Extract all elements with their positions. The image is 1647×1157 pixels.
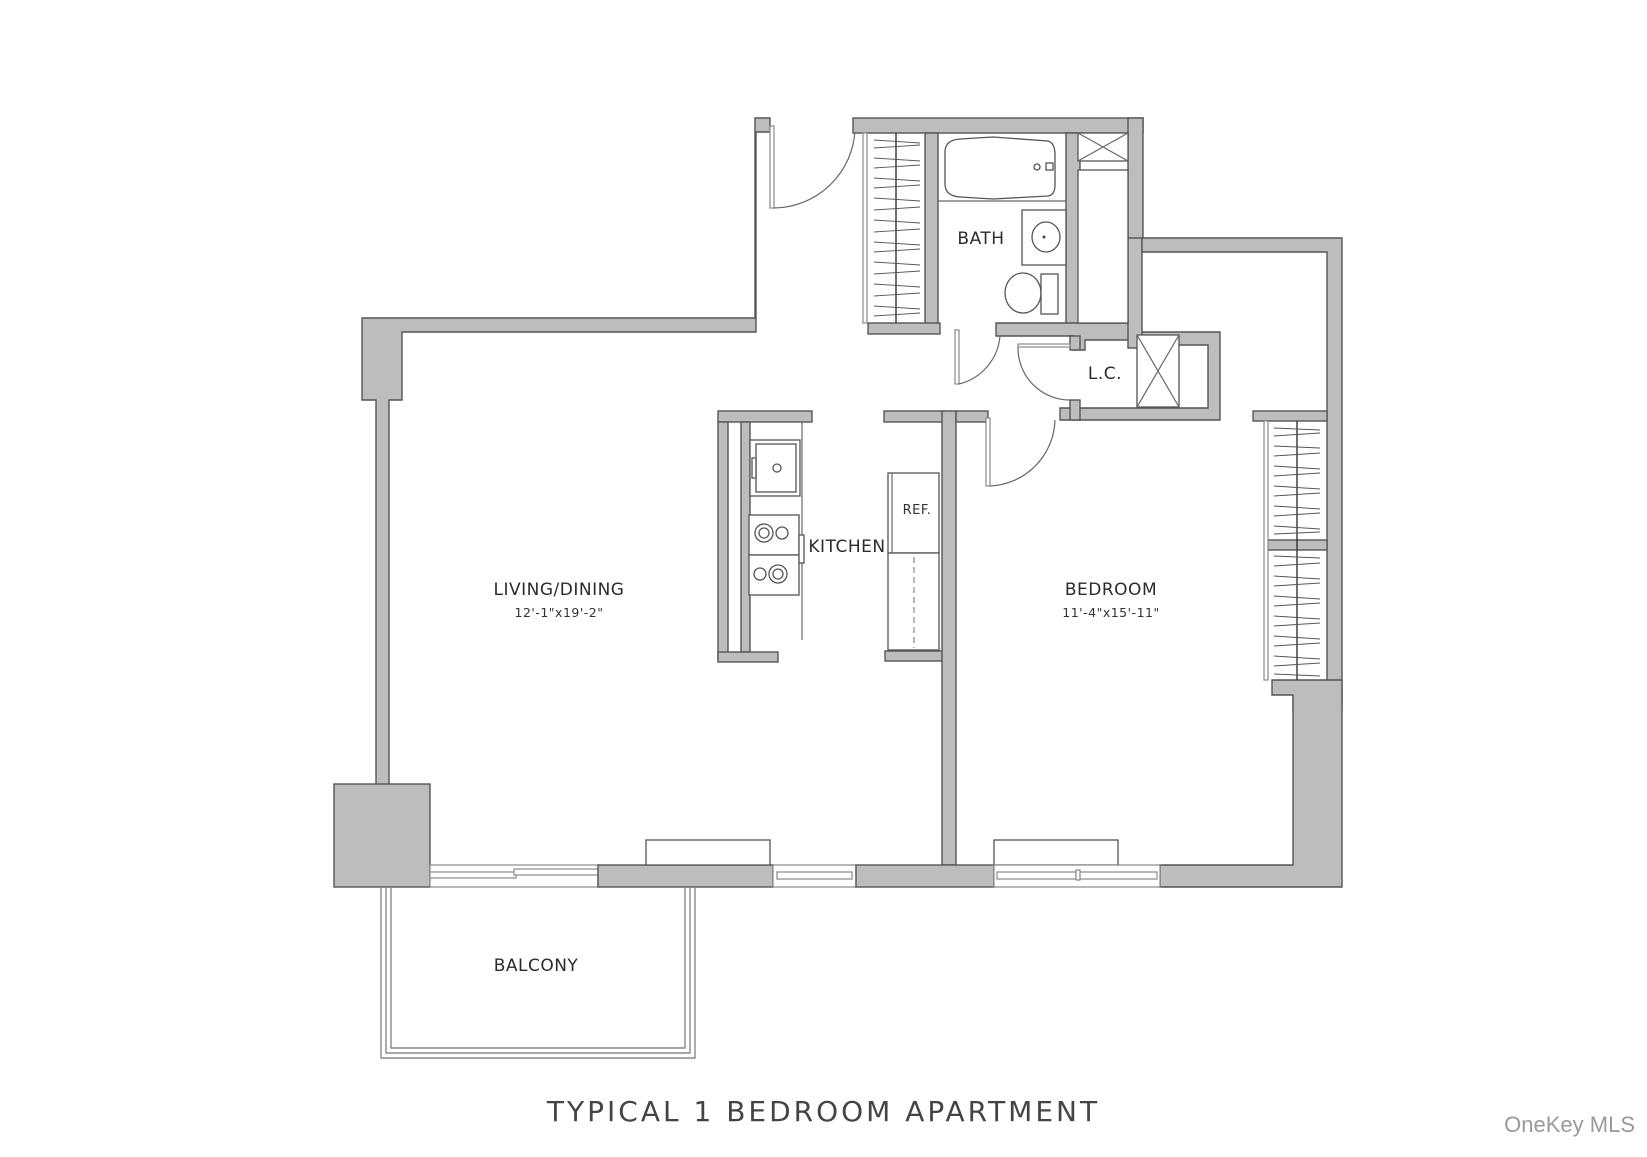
- bath-door: [954, 329, 1001, 385]
- living-dining-label: LIVING/DINING: [493, 580, 625, 600]
- fridge-area: [883, 410, 952, 662]
- linen-closet-label: L.C.: [1087, 364, 1123, 384]
- kitchen-fixtures: [748, 439, 805, 596]
- mls-watermark: OneKey MLS: [1504, 1112, 1635, 1137]
- plan-title: TYPICAL 1 BEDROOM APARTMENT: [546, 1095, 1101, 1128]
- living-dining-dimensions: 12'-1"x19'-2": [514, 605, 604, 620]
- balcony-label: BALCONY: [493, 956, 579, 976]
- bath-label: BATH: [957, 229, 1005, 249]
- linen-closet-door: [1017, 343, 1071, 401]
- refrigerator-label: REF.: [902, 503, 932, 518]
- balcony-railing: [380, 887, 696, 1059]
- bedroom-door: [985, 417, 1056, 487]
- bath-block-walls: [852, 117, 1221, 421]
- kitchen-label: KITCHEN: [808, 537, 886, 557]
- living-walls: [333, 117, 771, 888]
- bedroom-label: BEDROOM: [1064, 580, 1158, 600]
- bedroom-closet: [1263, 420, 1321, 681]
- bedroom-dimensions: 11'-4"x15'-11": [1062, 605, 1160, 620]
- exterior-bottom-wall: [429, 839, 1161, 888]
- bath-fixtures: [938, 136, 1067, 315]
- entry-door: [769, 125, 856, 209]
- entry-closet: [862, 132, 921, 324]
